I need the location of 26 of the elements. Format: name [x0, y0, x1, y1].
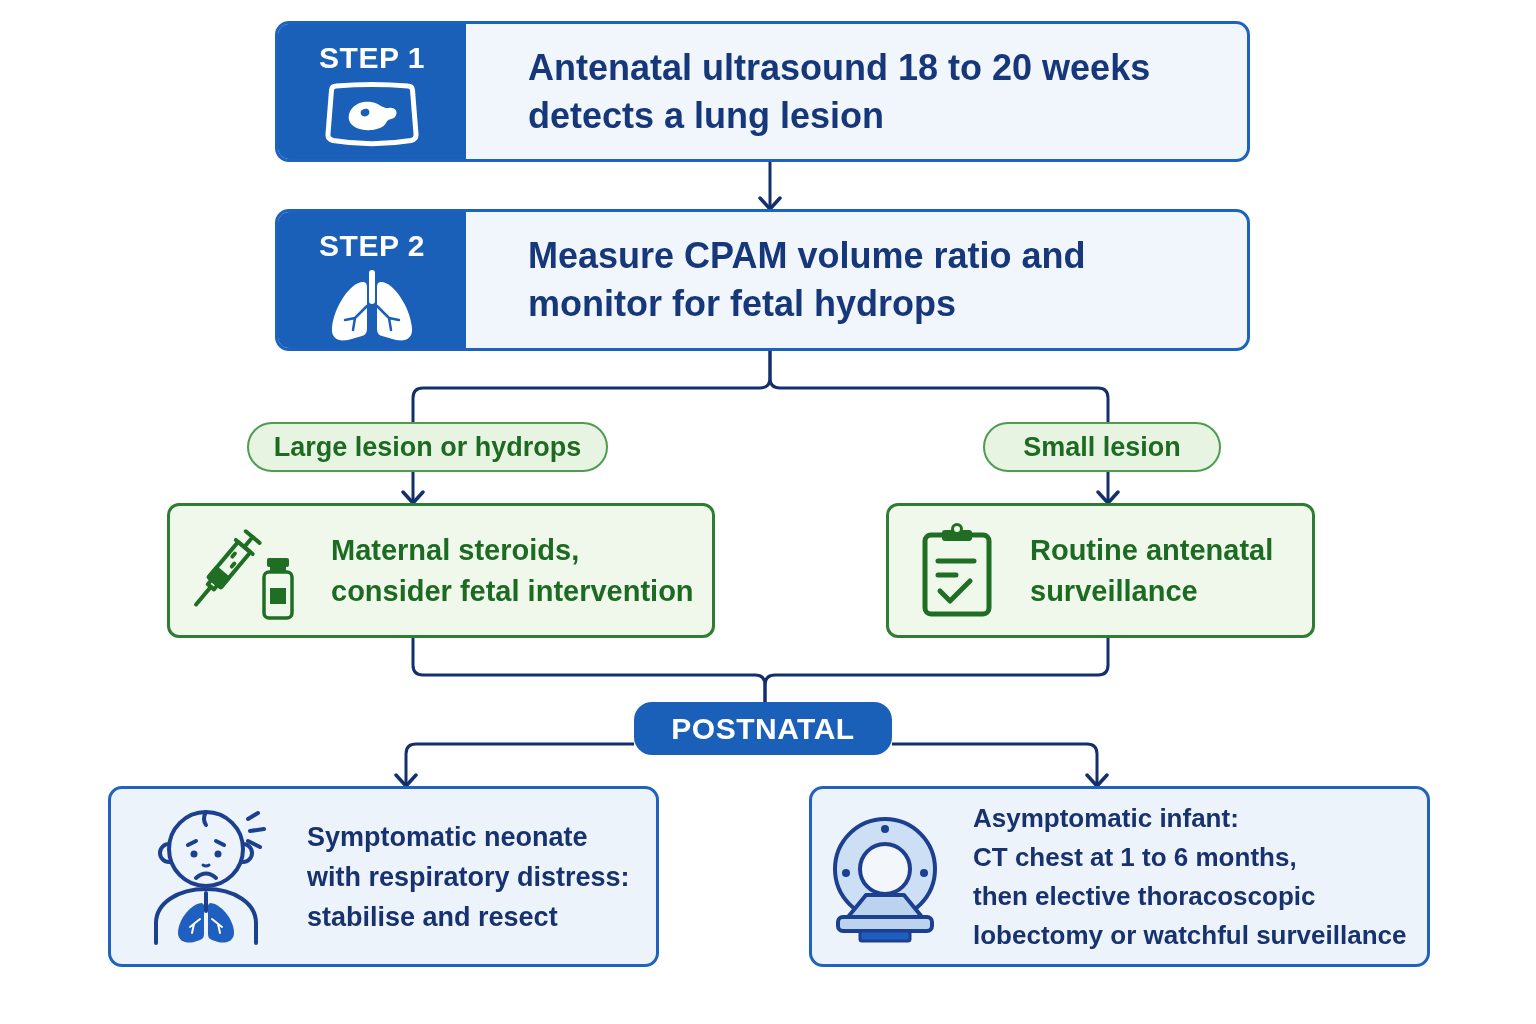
step-label: STEP 1 [319, 40, 425, 76]
step-label: STEP 2 [319, 228, 425, 264]
condition-pill: Large lesion or hydrops [247, 422, 608, 472]
action-box [167, 503, 715, 638]
outcome-box [108, 786, 659, 967]
outcome-text: Symptomatic neonate with respiratory distress: stabilise and resect [307, 820, 631, 934]
connector-arrow [394, 742, 634, 788]
condition-pill: Small lesion [983, 422, 1221, 472]
step-box [275, 21, 1250, 162]
connector-line [763, 638, 1110, 702]
step-box [275, 209, 1250, 351]
outcome-text: then elective thoracoscopic lobectomy or watchful surveillance [973, 879, 1408, 952]
step-description: Measure CPAM volume ratio and monitor for fetal hydrops [528, 234, 1087, 326]
outcome-box [809, 786, 1430, 967]
connector-arrow [758, 162, 782, 211]
connector-arrow [892, 742, 1109, 788]
phase-pill: POSTNATAL [634, 702, 892, 755]
action-text: Routine antenatal surveillance [1030, 532, 1275, 609]
outcome-text: CT chest at 1 to 6 months, [973, 840, 1298, 874]
action-text: Maternal steroids, consider fetal intervention [331, 532, 695, 609]
outcome-text: Asymptomatic infant: [973, 801, 1240, 835]
connector-arrow [1096, 472, 1120, 505]
step-description: Antenatal ultrasound 18 to 20 weeks detects a lung lesion [528, 45, 1152, 138]
connector-line [768, 351, 1110, 422]
connector-arrow [401, 472, 425, 505]
action-box [886, 503, 1315, 638]
